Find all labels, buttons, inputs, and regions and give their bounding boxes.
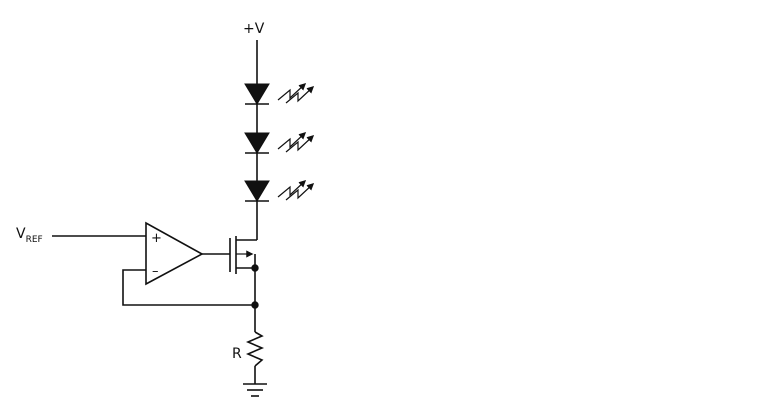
light-emission-icon [277,132,315,153]
resistor-label: R [232,346,242,362]
resistor-icon [245,331,265,367]
vref-label: VREF [16,226,43,245]
feedback-wire [122,269,255,306]
led-icon [244,132,270,154]
light-emission-icon [277,180,315,201]
led-icon [244,83,270,105]
ground-icon [243,383,267,397]
opamp-plus-label: + [151,231,162,246]
op-amp-icon [145,221,204,286]
opamp-minus-label: – [152,264,159,279]
supply-label: +V [243,21,265,37]
led-icon [244,180,270,202]
light-emission-icon [277,83,315,104]
